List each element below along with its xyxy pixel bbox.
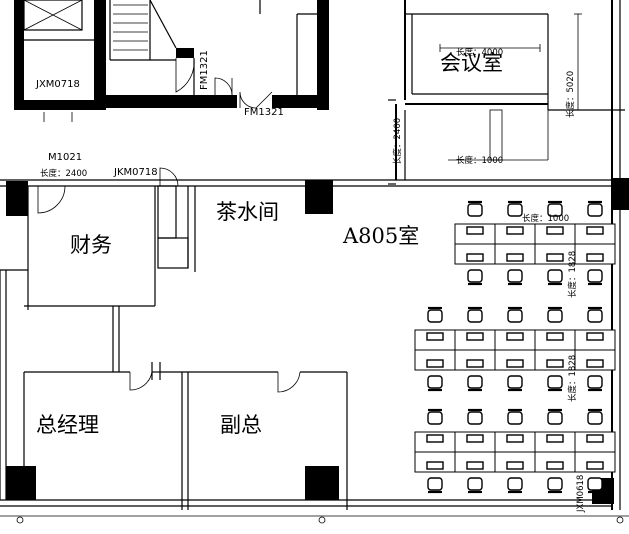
monitor <box>506 332 524 341</box>
office-chair <box>587 306 603 323</box>
monitor <box>426 434 444 443</box>
workstation-clusters <box>414 200 616 494</box>
office-chair <box>467 200 483 217</box>
monitor <box>466 359 484 368</box>
office-chair <box>587 477 603 494</box>
office-label: A805室 <box>342 224 419 248</box>
office-chair <box>507 408 523 425</box>
monitor <box>506 461 524 470</box>
monitor <box>546 332 564 341</box>
monitor <box>506 434 524 443</box>
dimension-tags: JXM0718 FM1321 FM1321 M1021 长度：2400 JKM0… <box>35 47 586 513</box>
office-chair <box>587 200 603 217</box>
dim-1000-meeting: 长度：1000 <box>456 155 503 166</box>
monitor <box>506 359 524 368</box>
office-rooms <box>0 186 629 524</box>
dim-5020: 长度：5020 <box>565 71 576 118</box>
meeting-room <box>388 0 625 510</box>
dim-1828-lower: 长度：1828 <box>567 355 578 402</box>
monitor <box>586 332 604 341</box>
monitor <box>466 332 484 341</box>
office-chair <box>507 269 523 286</box>
office-chair <box>467 269 483 286</box>
monitor <box>466 434 484 443</box>
door-tag-jkm0718: JKM0718 <box>113 167 158 178</box>
office-chair <box>547 269 563 286</box>
monitor <box>506 253 524 262</box>
monitor <box>466 461 484 470</box>
dim-2400-horizontal: 长度：2400 <box>40 168 87 179</box>
monitor <box>586 359 604 368</box>
office-chair <box>427 408 443 425</box>
office-chair <box>507 306 523 323</box>
monitor <box>426 359 444 368</box>
office-chair <box>547 477 563 494</box>
office-chair <box>467 477 483 494</box>
monitor <box>546 359 564 368</box>
monitor <box>466 253 484 262</box>
office-chair <box>587 375 603 392</box>
monitor <box>586 253 604 262</box>
meeting-room-label: 会议室 <box>440 51 503 75</box>
office-chair <box>587 269 603 286</box>
monitor <box>546 253 564 262</box>
office-chair <box>507 375 523 392</box>
office-chair <box>507 200 523 217</box>
corridor-walls <box>0 167 629 310</box>
monitor <box>426 332 444 341</box>
office-chair <box>427 477 443 494</box>
dim-2400-vertical: 长度：2400 <box>392 118 403 165</box>
office-chair <box>507 477 523 494</box>
door-tag-jxm0618: JXM0618 <box>576 475 586 513</box>
monitor <box>466 226 484 235</box>
room-labels: 会议室 茶水间 A805室 财务 总经理 副总 <box>36 51 503 437</box>
office-chair <box>467 408 483 425</box>
core-block <box>14 0 329 122</box>
monitor <box>586 226 604 235</box>
office-chair <box>467 306 483 323</box>
office-chair <box>427 375 443 392</box>
monitor <box>546 461 564 470</box>
gm-label: 总经理 <box>36 413 99 437</box>
finance-label: 财务 <box>70 233 112 257</box>
door-tag-m1021: M1021 <box>48 152 82 163</box>
monitor <box>546 434 564 443</box>
dim-1000-desk: 长度：1000 <box>522 213 569 224</box>
pantry-label: 茶水间 <box>216 200 279 224</box>
office-chair <box>547 306 563 323</box>
office-chair <box>547 200 563 217</box>
office-chair <box>427 306 443 323</box>
door-tag-fm1321-vertical: FM1321 <box>199 50 210 90</box>
door-tag-fm1321: FM1321 <box>244 107 284 118</box>
monitor <box>586 434 604 443</box>
office-chair <box>547 375 563 392</box>
office-chair <box>547 408 563 425</box>
office-chair <box>587 408 603 425</box>
monitor <box>506 226 524 235</box>
office-chair <box>467 375 483 392</box>
dim-1828-upper: 长度：1828 <box>567 251 578 298</box>
door-tag-jxm0718: JXM0718 <box>35 79 80 90</box>
monitor <box>586 461 604 470</box>
vice-label: 副总 <box>220 413 262 437</box>
dim-4000: 长度：4000 <box>456 47 503 58</box>
monitor <box>546 226 564 235</box>
monitor <box>426 461 444 470</box>
